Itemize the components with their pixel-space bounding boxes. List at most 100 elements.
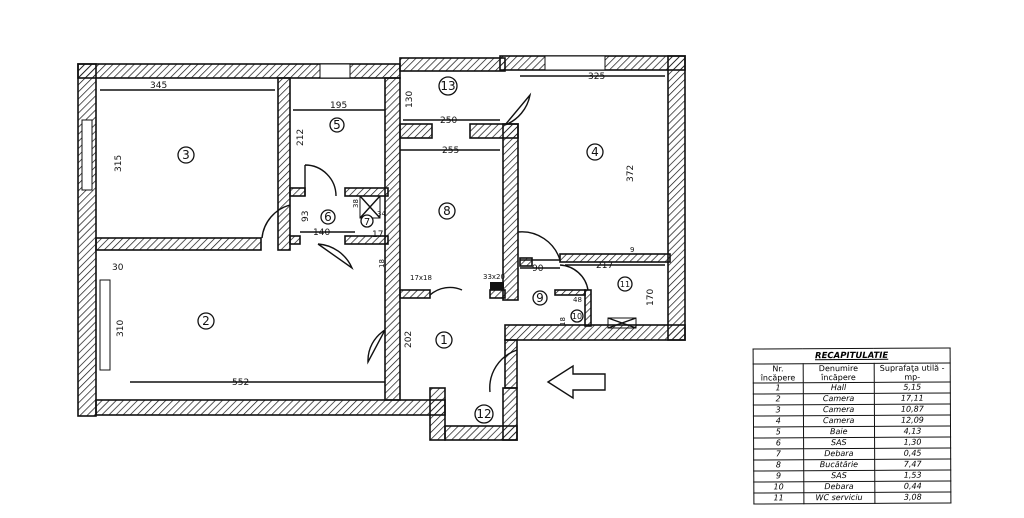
room-labels: 1 2 3 4 5 6 7 8 9 10 11 12 13 — [177, 76, 633, 424]
dimension-label: 310 — [116, 320, 126, 337]
windows — [81, 55, 606, 371]
header-area: Suprafaţa utilă - mp- — [874, 362, 951, 383]
room-4: 4 — [586, 143, 604, 161]
dimension-label: 250 — [440, 116, 457, 126]
row-room-name: Debara — [803, 448, 875, 460]
row-area: 3,08 — [874, 491, 951, 504]
row-room-name: WC serviciu — [803, 492, 875, 504]
row-number: 5 — [753, 426, 804, 439]
dimension-label: 255 — [442, 146, 459, 156]
row-room-name: Bucătărie — [803, 459, 875, 471]
row-room-name: Camera — [802, 404, 875, 416]
room-number: 2 — [202, 314, 210, 328]
dimension-label: 315 — [114, 155, 124, 172]
room-number: 12 — [476, 407, 491, 421]
row-number: 2 — [753, 393, 803, 406]
row-room-name: Camera — [802, 393, 875, 405]
doors — [261, 92, 637, 393]
dimension-label: 9 — [630, 246, 634, 254]
dimension-label: 17x18 — [410, 274, 432, 282]
room-12: 12 — [474, 404, 494, 424]
entrance-arrow-icon — [546, 364, 606, 400]
dimension-label: 202 — [404, 331, 414, 348]
dimension-label: 18 — [378, 259, 386, 268]
row-number: 11 — [753, 492, 804, 505]
dimension-label: 325 — [588, 72, 605, 82]
dimension-label: 93 — [301, 211, 311, 222]
room-2: 2 — [197, 312, 215, 330]
row-area: 17,11 — [874, 392, 951, 405]
room-7: 7 — [360, 214, 374, 228]
room-number: 13 — [440, 79, 455, 93]
row-area: 1,53 — [874, 469, 951, 482]
room-number: 1 — [440, 333, 448, 347]
room-3: 3 — [177, 146, 195, 164]
row-area: 7,47 — [874, 458, 951, 471]
room-number: 11 — [620, 280, 630, 289]
dimension-label: 34 — [377, 210, 386, 218]
header-room-name: Denumire încăpere — [802, 363, 875, 383]
row-number: 6 — [753, 437, 804, 450]
row-area: 5,15 — [874, 381, 951, 394]
room-11: 11 — [617, 276, 633, 292]
dimension-label: 38 — [352, 199, 360, 208]
row-room-name: Hall — [802, 382, 875, 394]
row-room-name: Debara — [803, 481, 875, 493]
dimension-label: 552 — [232, 378, 249, 388]
table-title: RECAPITULATIE — [753, 347, 951, 365]
room-number: 7 — [364, 217, 370, 228]
row-area: 0,44 — [874, 480, 951, 493]
row-room-name: Baie — [803, 426, 875, 438]
row-number: 9 — [753, 470, 804, 483]
dimension-label: 217 — [596, 261, 613, 271]
room-6: 6 — [320, 209, 336, 225]
dimension-label: 17 — [372, 230, 383, 240]
dimension-label: 30 — [112, 263, 124, 273]
dimension-label: 130 — [405, 91, 415, 108]
room-number: 6 — [324, 210, 332, 224]
dimension-label: 48 — [573, 296, 582, 304]
row-number: 3 — [753, 404, 803, 417]
row-room-name: SAS — [803, 437, 875, 449]
room-10: 10 — [570, 309, 584, 323]
dimension-label: 170 — [646, 289, 656, 306]
room-1: 1 — [435, 331, 453, 349]
row-number: 7 — [753, 448, 804, 461]
dimension-label: 212 — [296, 129, 306, 146]
row-number: 10 — [753, 481, 804, 494]
room-9: 9 — [532, 290, 548, 306]
summary-table: RECAPITULATIE Nr. încăpere Denumire încă… — [753, 347, 952, 505]
room-number: 8 — [443, 204, 451, 218]
room-number: 9 — [536, 291, 544, 305]
dimension-label: 195 — [330, 101, 347, 111]
dimension-lines — [100, 75, 665, 383]
row-number: 8 — [753, 459, 804, 472]
room-13: 13 — [438, 76, 458, 96]
row-number: 1 — [753, 382, 803, 395]
room-8: 8 — [438, 202, 456, 220]
dimension-label: 33x20 — [483, 273, 505, 281]
dimension-label: 140 — [313, 228, 330, 238]
room-number: 5 — [333, 118, 341, 132]
dimension-label: 90 — [532, 264, 544, 274]
dimension-label: 18 — [559, 317, 567, 326]
room-number: 10 — [572, 312, 582, 321]
row-room-name: SAS — [803, 470, 875, 482]
dimension-label: 345 — [150, 81, 167, 91]
row-number: 4 — [753, 415, 804, 428]
dimension-labels: 345 195 130 250 325 315 212 255 372 93 3… — [112, 72, 656, 388]
row-area: 0,45 — [874, 447, 951, 460]
row-area: 4,13 — [874, 425, 951, 438]
